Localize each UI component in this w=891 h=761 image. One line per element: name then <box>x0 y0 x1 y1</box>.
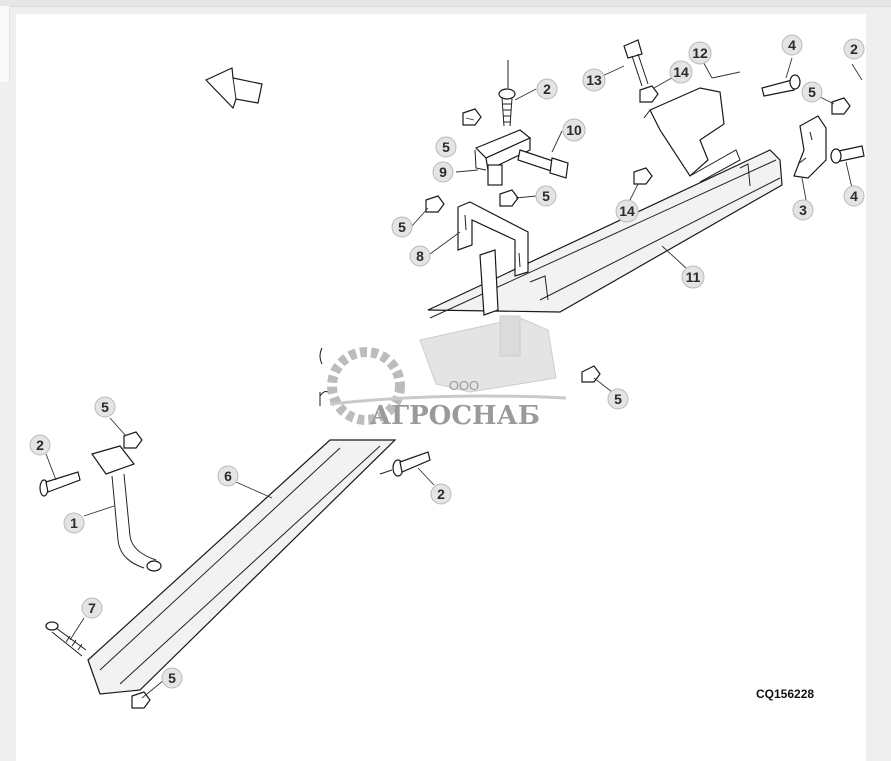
svg-text:9: 9 <box>439 164 447 180</box>
svg-text:5: 5 <box>808 84 816 100</box>
svg-text:5: 5 <box>614 391 622 407</box>
callout-5-bracket: 5 <box>391 216 413 238</box>
callout-5-mid: 5 <box>607 388 629 410</box>
callout-13: 13 <box>582 68 606 92</box>
bolt-2-left <box>39 471 81 497</box>
diagram-panel: 1 2 2 2 2 3 4 4 5 5 5 5 5 5 5 6 7 8 9 10… <box>16 14 866 761</box>
svg-text:5: 5 <box>101 399 109 415</box>
nut-5-bottom <box>131 691 151 709</box>
bolt-4-lower <box>830 145 865 164</box>
shield-part-6 <box>87 439 397 695</box>
callout-9: 9 <box>432 161 454 183</box>
bolt-2-upper <box>498 60 516 127</box>
bracket-part-1 <box>91 445 162 572</box>
callout-14-lower: 14 <box>615 199 639 223</box>
svg-text:4: 4 <box>788 37 796 53</box>
fragment-mark-2 <box>319 391 329 406</box>
callout-2-lower-right: 2 <box>430 483 452 505</box>
callout-5-bottom: 5 <box>161 667 183 689</box>
bolt-10 <box>517 149 569 179</box>
leader-lines <box>45 55 863 699</box>
callout-3: 3 <box>792 199 814 221</box>
callout-5-left: 5 <box>94 396 116 418</box>
nut-5-bracket <box>425 195 445 213</box>
clamp-part-9 <box>474 129 532 186</box>
svg-text:5: 5 <box>442 139 450 155</box>
bracket-part-8 <box>457 201 529 316</box>
svg-text:2: 2 <box>437 486 445 502</box>
svg-text:3: 3 <box>799 202 807 218</box>
nut-5-right <box>831 97 851 115</box>
svg-text:5: 5 <box>398 219 406 235</box>
nut-5-center <box>499 189 519 207</box>
top-bar <box>0 0 891 7</box>
svg-text:8: 8 <box>416 248 424 264</box>
watermark-company: ООО <box>449 378 479 393</box>
svg-text:14: 14 <box>619 203 635 219</box>
callout-7: 7 <box>81 597 103 619</box>
svg-text:13: 13 <box>586 72 602 88</box>
shield-part-11 <box>427 149 783 319</box>
callout-5-clamp: 5 <box>435 136 457 158</box>
callout-6: 6 <box>217 465 239 487</box>
callout-2-upper: 2 <box>536 78 558 100</box>
svg-text:11: 11 <box>686 269 701 285</box>
bolt-7 <box>45 621 87 657</box>
callout-11: 11 <box>681 265 705 289</box>
nut-14-upper <box>639 85 659 103</box>
svg-text:5: 5 <box>168 670 176 686</box>
callout-4-upper: 4 <box>781 34 803 56</box>
nut-5-left <box>123 431 143 449</box>
callout-5-right: 5 <box>801 81 823 103</box>
svg-text:1: 1 <box>70 515 78 531</box>
parts-diagram: 1 2 2 2 2 3 4 4 5 5 5 5 5 5 5 6 7 8 9 10… <box>29 34 865 709</box>
bolt-2-right <box>379 451 431 477</box>
svg-text:12: 12 <box>692 45 708 61</box>
left-edge-strip <box>0 6 10 82</box>
direction-arrow-icon <box>204 67 263 110</box>
svg-text:2: 2 <box>850 41 858 57</box>
cover-part-12 <box>643 87 741 183</box>
callout-14-upper: 14 <box>669 60 693 84</box>
callout-1: 1 <box>63 512 85 534</box>
svg-text:4: 4 <box>850 188 858 204</box>
callout-8: 8 <box>409 245 431 267</box>
svg-text:2: 2 <box>36 437 44 453</box>
svg-text:7: 7 <box>88 600 96 616</box>
watermark-brand: АГРОСНАБ <box>370 401 540 431</box>
svg-text:14: 14 <box>673 64 689 80</box>
bolt-4-upper <box>761 74 801 97</box>
figure-code: CQ156228 <box>756 687 814 701</box>
bracket-part-3 <box>793 115 827 179</box>
callout-12: 12 <box>688 41 712 65</box>
callout-5-center: 5 <box>535 185 557 207</box>
callout-4-lower: 4 <box>843 185 865 207</box>
callout-2-right-edge: 2 <box>843 38 865 60</box>
svg-text:10: 10 <box>566 122 582 138</box>
svg-text:5: 5 <box>542 188 550 204</box>
bolt-13 <box>623 39 649 87</box>
callout-2-lower-left: 2 <box>29 434 51 456</box>
callout-10: 10 <box>562 118 586 142</box>
fragment-mark <box>319 347 323 365</box>
nut-5-clamp <box>462 108 482 126</box>
svg-text:6: 6 <box>224 468 232 484</box>
nut-14-lower <box>633 167 653 185</box>
svg-text:2: 2 <box>543 81 551 97</box>
agrosnab-watermark-logo <box>327 315 567 425</box>
nut-5-mid <box>581 365 601 383</box>
